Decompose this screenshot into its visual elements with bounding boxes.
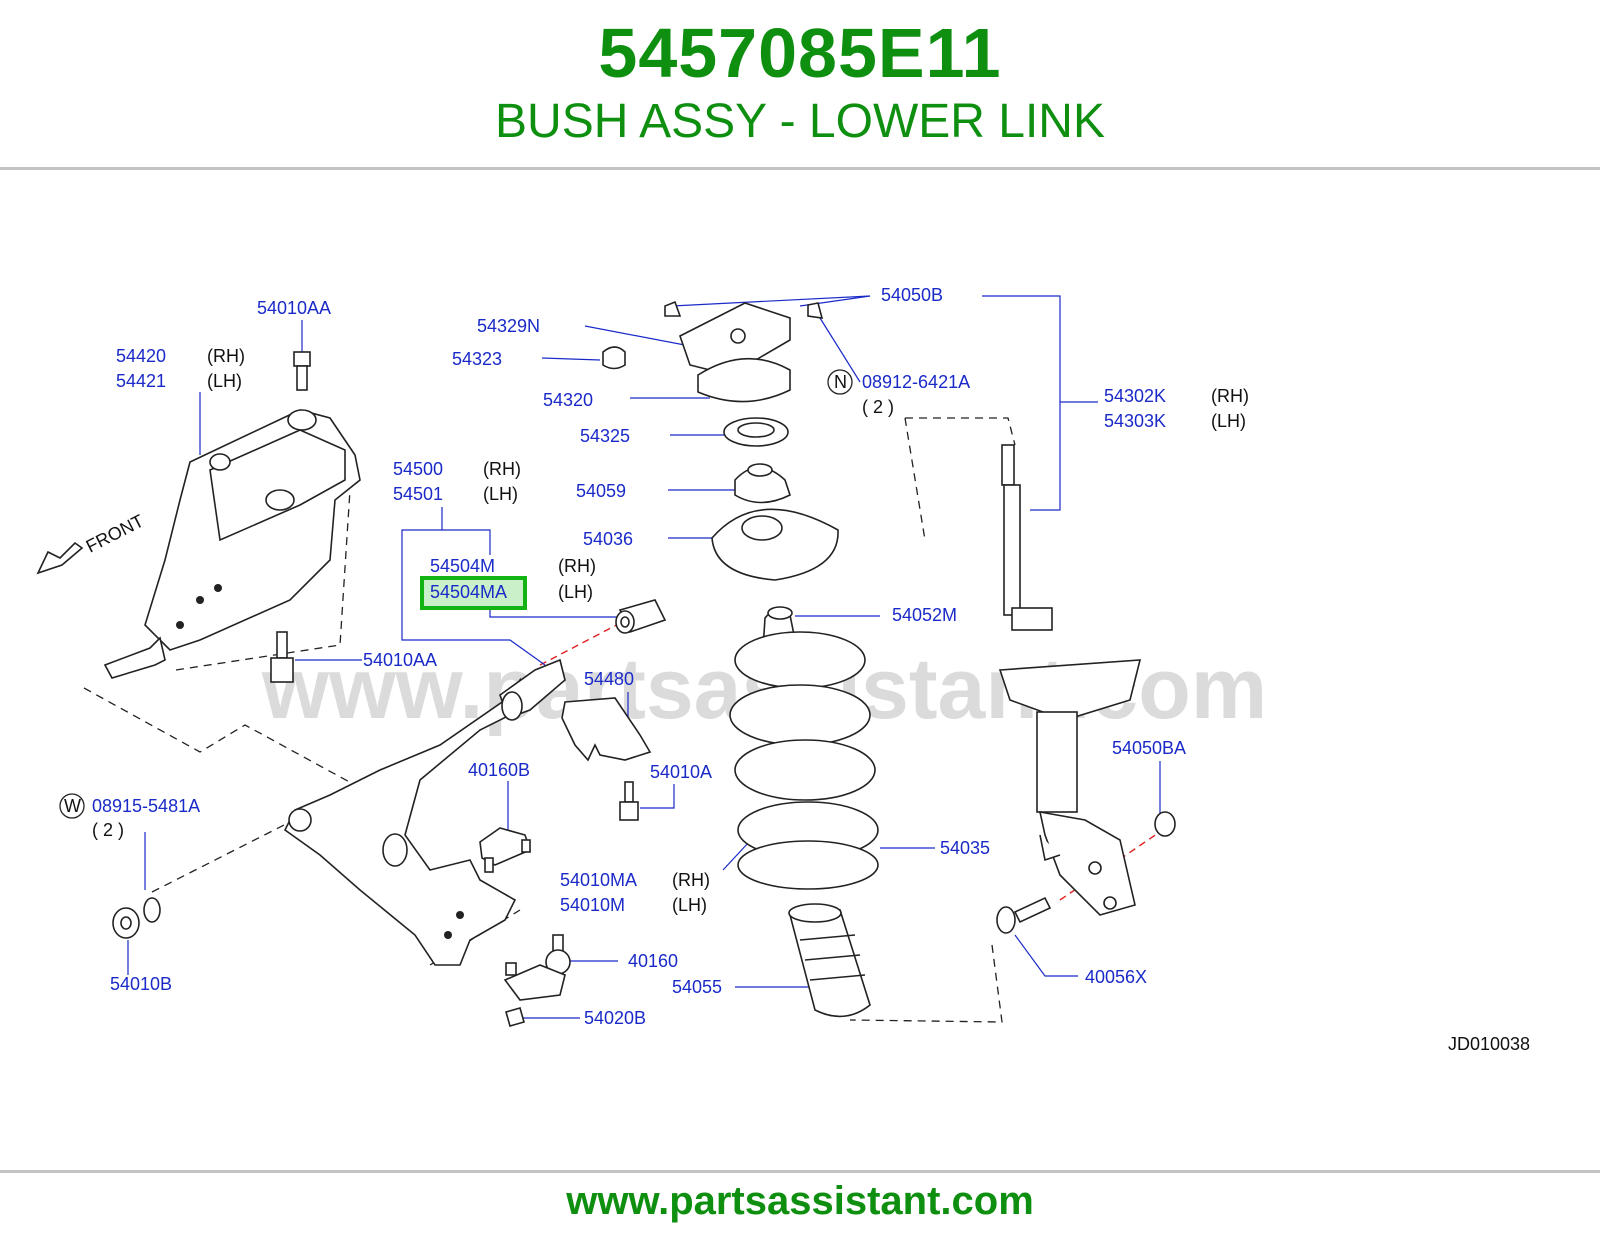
label-54303K-side: (LH) bbox=[1211, 411, 1246, 431]
label-54052M[interactable]: 54052M bbox=[892, 605, 957, 625]
label-08912-qty: ( 2 ) bbox=[862, 397, 894, 417]
label-54036[interactable]: 54036 bbox=[583, 529, 633, 549]
part-number-title: 5457085E11 bbox=[598, 14, 1002, 92]
label-54504M-side: (RH) bbox=[558, 556, 596, 576]
label-54010M[interactable]: 54010M bbox=[560, 895, 625, 915]
label-54480[interactable]: 54480 bbox=[584, 669, 634, 689]
label-54504MA[interactable]: 54504MA bbox=[430, 582, 507, 602]
label-54501[interactable]: 54501 bbox=[393, 484, 443, 504]
label-54421-side: (LH) bbox=[207, 371, 242, 391]
diagram-code: JD010038 bbox=[1448, 1034, 1530, 1054]
bush-assy-part bbox=[615, 599, 667, 634]
front-label: FRONT bbox=[83, 511, 147, 557]
label-54420[interactable]: 54420 bbox=[116, 346, 166, 366]
label-54055[interactable]: 54055 bbox=[672, 977, 722, 997]
strut-assembly-part bbox=[998, 444, 1142, 916]
label-54010M-side: (LH) bbox=[672, 895, 707, 915]
label-54504M[interactable]: 54504M bbox=[430, 556, 495, 576]
label-54010AA-top[interactable]: 54010AA bbox=[257, 298, 331, 318]
label-54500[interactable]: 54500 bbox=[393, 459, 443, 479]
label-54420-side: (RH) bbox=[207, 346, 245, 366]
suspension-member-part bbox=[103, 409, 361, 679]
bolt-mid-part bbox=[270, 631, 294, 683]
assembly-dash-nut bbox=[151, 821, 291, 893]
label-54500-side: (RH) bbox=[483, 459, 521, 479]
lower-link-part bbox=[283, 658, 566, 966]
label-40056X[interactable]: 40056X bbox=[1085, 967, 1147, 987]
assembly-dash-strut-left bbox=[904, 417, 926, 541]
dust-boot-part bbox=[788, 903, 871, 1018]
label-54302K[interactable]: 54302K bbox=[1104, 386, 1166, 406]
label-54329N[interactable]: 54329N bbox=[477, 316, 540, 336]
label-54010MA-side: (RH) bbox=[672, 870, 710, 890]
w-marker-circle bbox=[59, 793, 85, 819]
label-08915-qty: ( 2 ) bbox=[92, 820, 124, 840]
label-54302K-side: (RH) bbox=[1211, 386, 1249, 406]
balljoint-part bbox=[503, 934, 571, 1001]
footer-url-link[interactable]: www.partsassistant.com bbox=[566, 1179, 1034, 1223]
label-54059[interactable]: 54059 bbox=[576, 481, 626, 501]
parts-diagram: www.partsassistant.com bbox=[36, 285, 1530, 1054]
bracket-54480-part bbox=[561, 697, 652, 762]
label-54501-side: (LH) bbox=[483, 484, 518, 504]
label-54303K[interactable]: 54303K bbox=[1104, 411, 1166, 431]
bush-centerline bbox=[539, 617, 631, 666]
label-40160[interactable]: 40160 bbox=[628, 951, 678, 971]
assembly-dash-strut bbox=[905, 417, 1016, 446]
n-marker-letter: N bbox=[834, 372, 847, 392]
w-marker-letter: W bbox=[64, 796, 81, 816]
nut-54010B-part bbox=[112, 897, 161, 939]
nut-54050BA-part bbox=[1154, 811, 1176, 837]
selected-part-highlight bbox=[420, 576, 527, 610]
header-divider bbox=[0, 167, 1600, 170]
label-54050B[interactable]: 54050B bbox=[881, 285, 943, 305]
leader-lines bbox=[127, 295, 1161, 1019]
bolt-top-part bbox=[293, 351, 311, 391]
label-54035[interactable]: 54035 bbox=[940, 838, 990, 858]
label-54421[interactable]: 54421 bbox=[116, 371, 166, 391]
label-40160B[interactable]: 40160B bbox=[468, 760, 530, 780]
assembly-dash-bottom bbox=[849, 944, 1003, 1023]
label-54325[interactable]: 54325 bbox=[580, 426, 630, 446]
part-labels: 54010AA 54420 (RH) 54421 (LH) 54329N 543… bbox=[92, 285, 1530, 1054]
footer-divider bbox=[0, 1170, 1600, 1173]
front-arrow-icon bbox=[36, 541, 84, 575]
label-54010A[interactable]: 54010A bbox=[650, 762, 712, 782]
label-08912-6421A[interactable]: 08912-6421A bbox=[862, 372, 970, 392]
label-54010B[interactable]: 54010B bbox=[110, 974, 172, 994]
assembly-dash-left bbox=[83, 687, 356, 786]
bolt-40056X-part bbox=[996, 896, 1052, 934]
label-54020B[interactable]: 54020B bbox=[584, 1008, 646, 1028]
spring-parts bbox=[729, 606, 879, 890]
strut-mount-parts bbox=[602, 300, 839, 581]
bolt-54010A-part bbox=[619, 781, 639, 821]
label-54323[interactable]: 54323 bbox=[452, 349, 502, 369]
label-54050BA[interactable]: 54050BA bbox=[1112, 738, 1186, 758]
n-marker-circle bbox=[827, 369, 853, 395]
assembly-dash-subframe bbox=[175, 489, 351, 671]
label-54504MA-side: (LH) bbox=[558, 582, 593, 602]
balljoint-bracket-part bbox=[479, 827, 531, 873]
label-08915-5481A[interactable]: 08915-5481A bbox=[92, 796, 200, 816]
label-54010AA-mid[interactable]: 54010AA bbox=[363, 650, 437, 670]
label-54010MA[interactable]: 54010MA bbox=[560, 870, 637, 890]
part-name-subtitle: BUSH ASSY - LOWER LINK bbox=[495, 95, 1105, 148]
nut-54020B-part bbox=[505, 1007, 525, 1027]
label-54320[interactable]: 54320 bbox=[543, 390, 593, 410]
